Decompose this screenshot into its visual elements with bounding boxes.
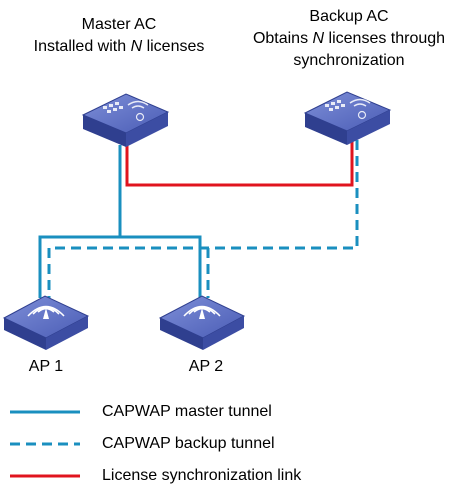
master-ac-description: Installed with N licenses: [33, 38, 205, 55]
backup-ac-device: [303, 91, 392, 145]
access-controller-icon: [81, 93, 170, 147]
master-ac-label: Master AC Installed with N licenses: [0, 14, 238, 58]
ap2-label: AP 2: [188, 358, 224, 375]
capwap-master-tunnel: [38, 145, 202, 298]
capwap-backup-tunnel: [47, 140, 359, 298]
backup-ac-description-line3: synchronization: [293, 52, 405, 69]
ap1-label: AP 1: [28, 358, 64, 375]
wireless-access-point-icon: [2, 295, 90, 350]
license-sync-link: [125, 140, 354, 187]
ap2-device: [158, 295, 246, 350]
legend-sync-link-label: License synchronization link: [102, 467, 302, 484]
backup-ac-title: Backup AC: [309, 8, 389, 25]
legend-backup-tunnel-label: CAPWAP backup tunnel: [102, 435, 275, 452]
ap1-device: [2, 295, 90, 350]
legend-master-tunnel-label: CAPWAP master tunnel: [102, 403, 272, 420]
master-ac-device: [81, 93, 170, 147]
backup-ac-description: Obtains N licenses through: [252, 30, 446, 47]
master-ac-title: Master AC: [81, 16, 157, 33]
access-controller-icon: [303, 91, 392, 145]
wireless-access-point-icon: [158, 295, 246, 350]
backup-ac-label: Backup AC Obtains N licenses through syn…: [226, 6, 472, 72]
